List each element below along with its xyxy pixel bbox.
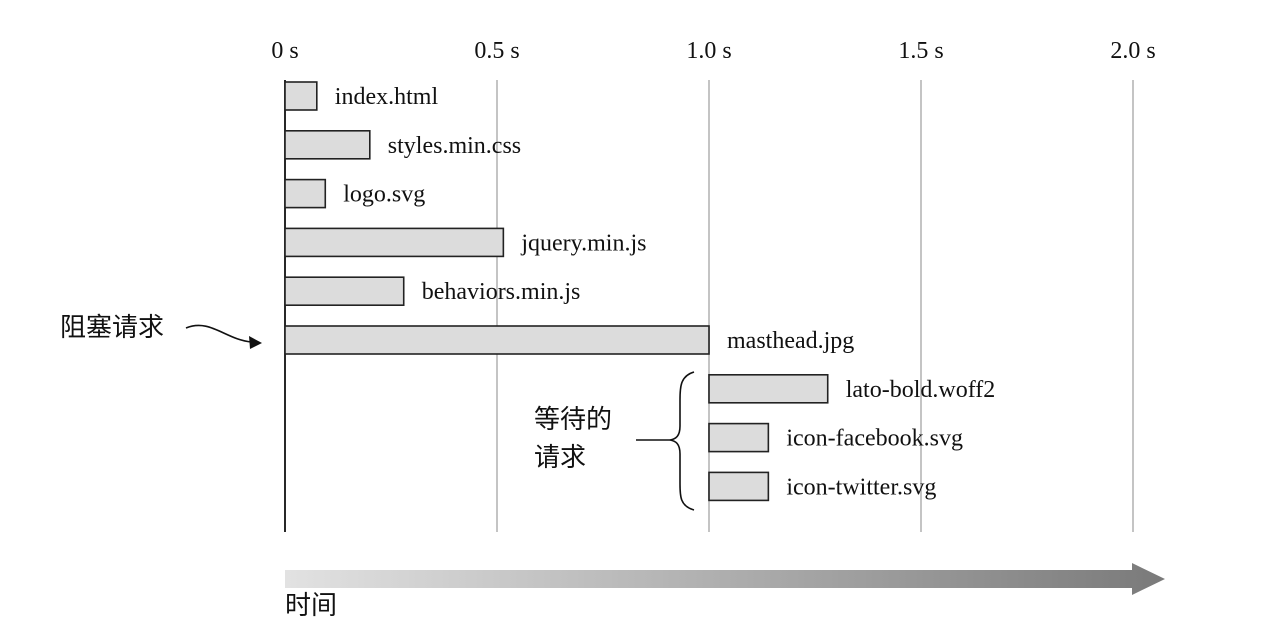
bar-label: lato-bold.woff2 [846, 377, 996, 403]
time-axis: 时间 [285, 563, 1165, 620]
waiting-requests-label-line1: 等待的 [534, 405, 612, 434]
annotations: 阻塞请求 等待的 请求 [60, 313, 695, 511]
bar [708, 422, 770, 453]
bar [284, 325, 710, 355]
blocking-requests-arrowhead [249, 336, 262, 349]
bar-label: jquery.min.js [520, 230, 646, 256]
waiting-requests-label-line2: 请求 [534, 443, 586, 472]
bar [708, 373, 829, 404]
tick-labels: 0 s 0.5 s 1.0 s 1.5 s 2.0 s [271, 38, 1155, 64]
bar [284, 276, 405, 307]
waiting-requests-brace [669, 371, 695, 511]
x-tick-label: 1.5 s [898, 38, 943, 64]
bars: index.html styles.min.css logo.svg jquery.m… [284, 81, 996, 502]
bar [284, 178, 327, 209]
x-tick-label: 0.5 s [474, 38, 519, 64]
bar-label: behaviors.min.js [422, 279, 581, 305]
bar-label: index.html [335, 84, 439, 110]
bar-label: icon-twitter.svg [786, 474, 936, 500]
x-tick-label: 0 s [271, 38, 298, 64]
bar-label: logo.svg [343, 182, 425, 208]
bar-label: masthead.jpg [727, 328, 854, 354]
bar-label: styles.min.css [388, 133, 521, 159]
time-arrow [285, 563, 1165, 595]
x-tick-label: 1.0 s [686, 38, 731, 64]
blocking-requests-label: 阻塞请求 [60, 313, 164, 342]
time-axis-label: 时间 [285, 591, 337, 620]
bar [284, 227, 505, 258]
blocking-requests-arrow [185, 324, 253, 343]
bar-label: icon-facebook.svg [786, 426, 963, 452]
bar [284, 81, 318, 111]
bar [708, 471, 770, 502]
x-tick-label: 2.0 s [1110, 38, 1155, 64]
bar [284, 130, 371, 160]
